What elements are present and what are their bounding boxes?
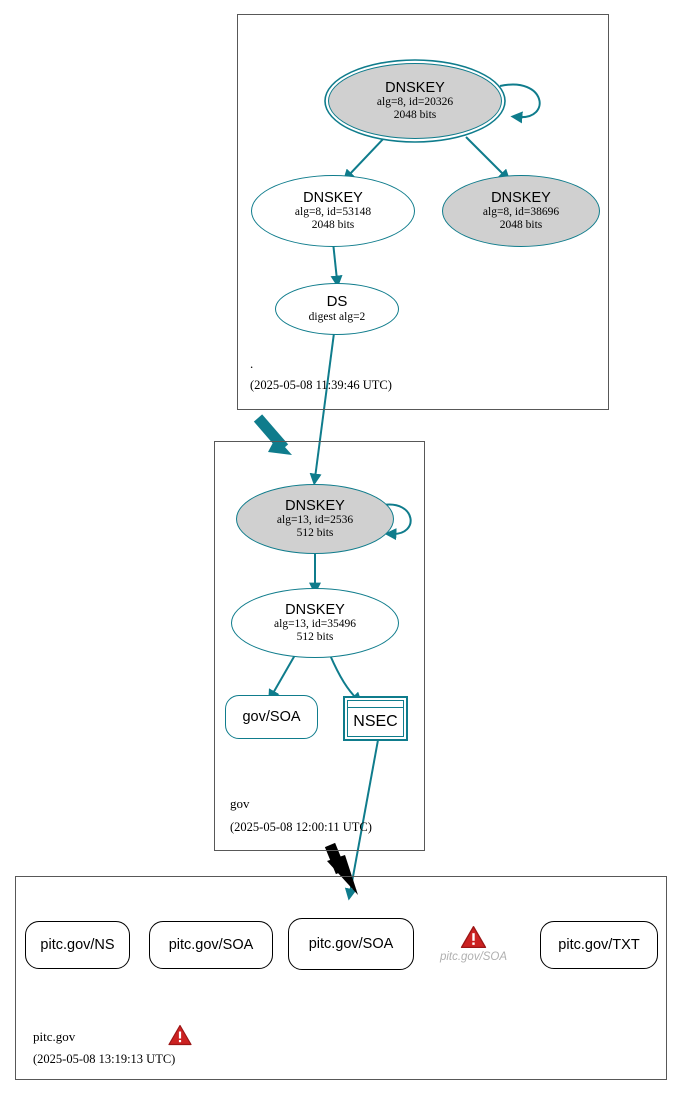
node-subtitle-bits: 2048 bits [499,219,543,232]
zone-warning-triangle-icon[interactable] [168,1024,192,1046]
rrset-pitc-gov-soa-2[interactable]: pitc.gov/SOA [288,918,414,970]
rrset-gov-nsec[interactable]: NSEC [343,696,408,741]
zone-box-pitc-gov [15,876,667,1080]
zone-label-gov-name: gov [230,796,250,811]
node-title: DS [326,293,348,311]
node-subtitle-bits: 2048 bits [311,219,355,232]
node-subtitle-digest: digest alg=2 [308,310,366,323]
edge-zone-delegation-gov-to-pitc [324,842,358,895]
node-subtitle-alg-id: alg=13, id=2536 [276,514,354,527]
node-subtitle-bits: 512 bits [296,631,334,644]
rrset-label: pitc.gov/NS [40,937,115,953]
nsec-header-cell [347,700,404,708]
node-root-zsk-dnskey-53148[interactable]: DNSKEY alg=8, id=53148 2048 bits [251,175,415,247]
edge-ds-to-gov-ksk [309,332,335,486]
zone-label-pitc-gov-name: pitc.gov [33,1029,76,1044]
rrset-warning-triangle-icon[interactable] [460,925,487,949]
node-title: DNSKEY [491,190,551,206]
zone-label-gov-timestamp: (2025-05-08 12:00:11 UTC) [230,820,372,834]
rrset-label: pitc.gov/TXT [558,937,640,953]
node-root-ksk-dnskey-20326[interactable]: DNSKEY alg=8, id=20326 2048 bits [328,63,502,139]
node-subtitle-alg-id: alg=8, id=38696 [482,206,560,219]
node-title: DNSKEY [285,602,345,618]
rrset-gov-soa[interactable]: gov/SOA [225,695,318,739]
edge-root-ksk-selfsign [499,83,541,124]
edge-root-ksk-to-other-key [465,136,511,182]
rrset-label: pitc.gov/SOA [168,937,254,953]
edge-root-ksk-to-zsk [342,136,386,182]
rrset-label: pitc.gov/SOA [308,936,394,952]
rrset-pitc-gov-txt[interactable]: pitc.gov/TXT [540,921,658,969]
node-subtitle-alg-id: alg=8, id=20326 [376,96,454,109]
node-subtitle-bits: 512 bits [296,527,334,540]
node-title: DNSKEY [385,80,445,96]
node-root-ds-digest-alg-2[interactable]: DS digest alg=2 [275,283,399,335]
node-title: DNSKEY [285,498,345,514]
rrset-pitc-gov-soa-error-label: pitc.gov/SOA [439,951,508,963]
edge-gov-zsk-to-soa [268,654,296,702]
node-gov-ksk-dnskey-2536[interactable]: DNSKEY alg=13, id=2536 512 bits [236,484,394,554]
node-subtitle-alg-id: alg=13, id=35496 [274,618,356,631]
node-subtitle-bits: 2048 bits [393,109,437,122]
edge-nsec-to-pitc-gov [344,739,379,901]
rrset-pitc-gov-soa-1[interactable]: pitc.gov/SOA [149,921,273,969]
rrset-pitc-gov-ns[interactable]: pitc.gov/NS [25,921,130,969]
node-title: DNSKEY [303,190,363,206]
zone-label-pitc-gov-timestamp: (2025-05-08 13:19:13 UTC) [33,1052,176,1066]
node-root-dnskey-38696[interactable]: DNSKEY alg=8, id=38696 2048 bits [442,175,600,247]
node-gov-zsk-dnskey-35496[interactable]: DNSKEY alg=13, id=35496 512 bits [231,588,399,658]
zone-box-gov [214,441,425,851]
zone-label-root-timestamp: (2025-05-08 11:39:46 UTC) [250,378,392,392]
nsec-label-cell: NSEC [347,708,404,737]
edge-gov-ksk-selfsign [382,503,412,541]
rrset-label: gov/SOA [242,709,301,725]
zone-box-root [237,14,609,410]
zone-label-root-name: . [250,356,254,371]
edge-root-zsk-to-ds [330,241,343,288]
node-subtitle-alg-id: alg=8, id=53148 [294,206,372,219]
